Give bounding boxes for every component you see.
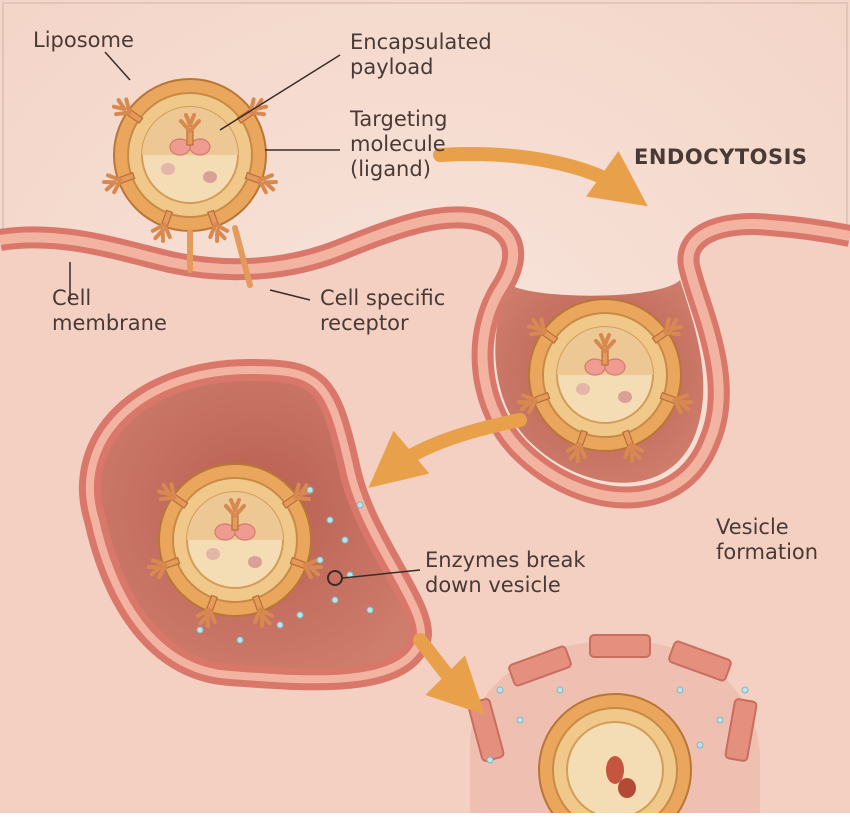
label-liposome: Liposome [33, 28, 134, 52]
label-cell-membrane: Cell membrane [52, 286, 167, 335]
leader-lines [69, 51, 421, 579]
label-encapsulated-payload: Encapsulated payload [350, 30, 492, 79]
label-targeting-molecule: Targeting molecule (ligand) [350, 107, 448, 181]
label-cell-specific-receptor: Cell specific receptor [320, 286, 446, 335]
process-arrows [368, 147, 648, 715]
enzyme-pointer-marker [327, 570, 343, 586]
broken-vesicle [467, 634, 760, 817]
cell-specific-receptor [187, 225, 253, 288]
enzyme-dots [196, 486, 374, 644]
label-vesicle-formation: Vesicle formation [716, 515, 819, 564]
label-endocytosis: ENDOCYTOSIS [634, 145, 808, 169]
label-enzymes-break-down-vesicle: Enzymes break down vesicle [425, 548, 586, 597]
